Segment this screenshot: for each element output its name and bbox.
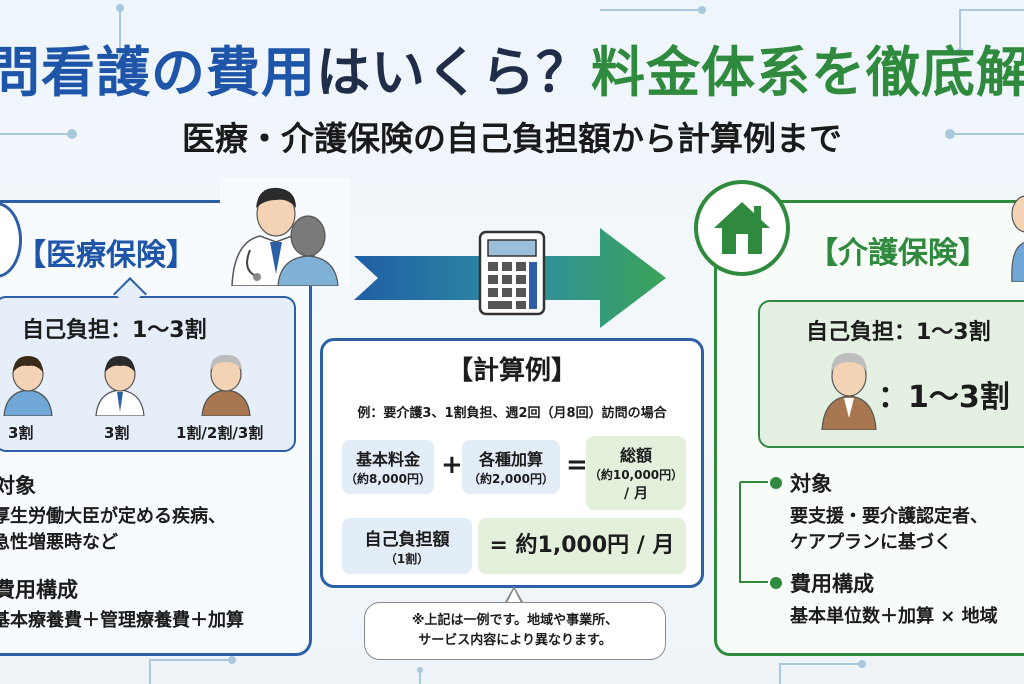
calculator-icon (478, 230, 546, 316)
medical-insurance-header: 【医療保険】 (16, 238, 196, 273)
rate-label: 1割/2割/3割 (176, 424, 264, 442)
elderly-person-icon (821, 352, 877, 430)
person-icon (3, 356, 53, 416)
care-target-line: 要支援・要介護認定者、 (790, 506, 988, 527)
care-cost-heading: 費用構成 (790, 572, 874, 596)
care-copay-label: 自己負担：1〜3割 (806, 320, 991, 345)
patient-icon (277, 215, 339, 286)
note-line: ※上記は一例です。地域や事業所、 (411, 613, 619, 628)
calc-title: 【計算例】 (446, 356, 577, 386)
medical-target-line: 急性増悪時など (0, 532, 118, 553)
note-tip-fill (507, 589, 521, 603)
medical-cost-heading: 費用構成 (0, 578, 78, 602)
rate-label: 3割 (8, 424, 34, 442)
elderly-person-icon (201, 354, 251, 416)
total-fee-box: 総額 （約10,000円） / 月 (586, 436, 686, 510)
equals-operator: = (566, 450, 588, 480)
care-insurance-header: 【介護保険】 (808, 236, 988, 271)
page-subtitle: 医療・介護保険の自己負担額から計算例まで (182, 119, 842, 158)
person-icon (95, 356, 145, 416)
page-title: 問看護の費用はいくら？料金体系を徹底解 (0, 41, 1024, 104)
calc-example-condition: 例：要介護3、1割負担、週2回（月8回）訪問の場合 (357, 406, 667, 421)
base-fee-box: 基本料金 （約8,000円） (342, 440, 434, 494)
care-target-heading: 対象 (790, 472, 832, 496)
medical-target-heading: 対象 (0, 474, 36, 498)
bullet-icon (770, 577, 782, 589)
self-pay-label-box: 自己負担額 （1割） (342, 518, 472, 574)
note-line: サービス内容により異なります。 (418, 633, 612, 648)
care-rate-value: ：1〜3割 (878, 380, 1010, 415)
house-icon (714, 202, 770, 254)
self-pay-value-box: = 約1,000円 / 月 (478, 518, 686, 574)
care-target-line: ケアプランに基づく (790, 532, 952, 553)
medical-target-line: 厚生労働大臣が定める疾病、 (0, 506, 226, 527)
care-copay-bubble (758, 300, 1024, 448)
bullet-icon (770, 477, 782, 489)
medical-cost-body: 基本療養費＋管理療養費＋加算 (0, 610, 244, 631)
plus-operator: + (441, 450, 463, 480)
rate-label: 3割 (104, 424, 130, 442)
medical-copay-bubble (0, 296, 296, 452)
care-cost-body: 基本単位数＋加算 × 地域 (790, 606, 998, 627)
connector-line (739, 481, 768, 583)
additional-fee-box: 各種加算 （約2,000円） (462, 440, 560, 494)
medical-copay-label: 自己負担：1〜3割 (22, 318, 207, 343)
disclaimer-note: ※上記は一例です。地域や事業所、 サービス内容により異なります。 (364, 602, 666, 660)
caregiver-icon (1011, 195, 1024, 282)
